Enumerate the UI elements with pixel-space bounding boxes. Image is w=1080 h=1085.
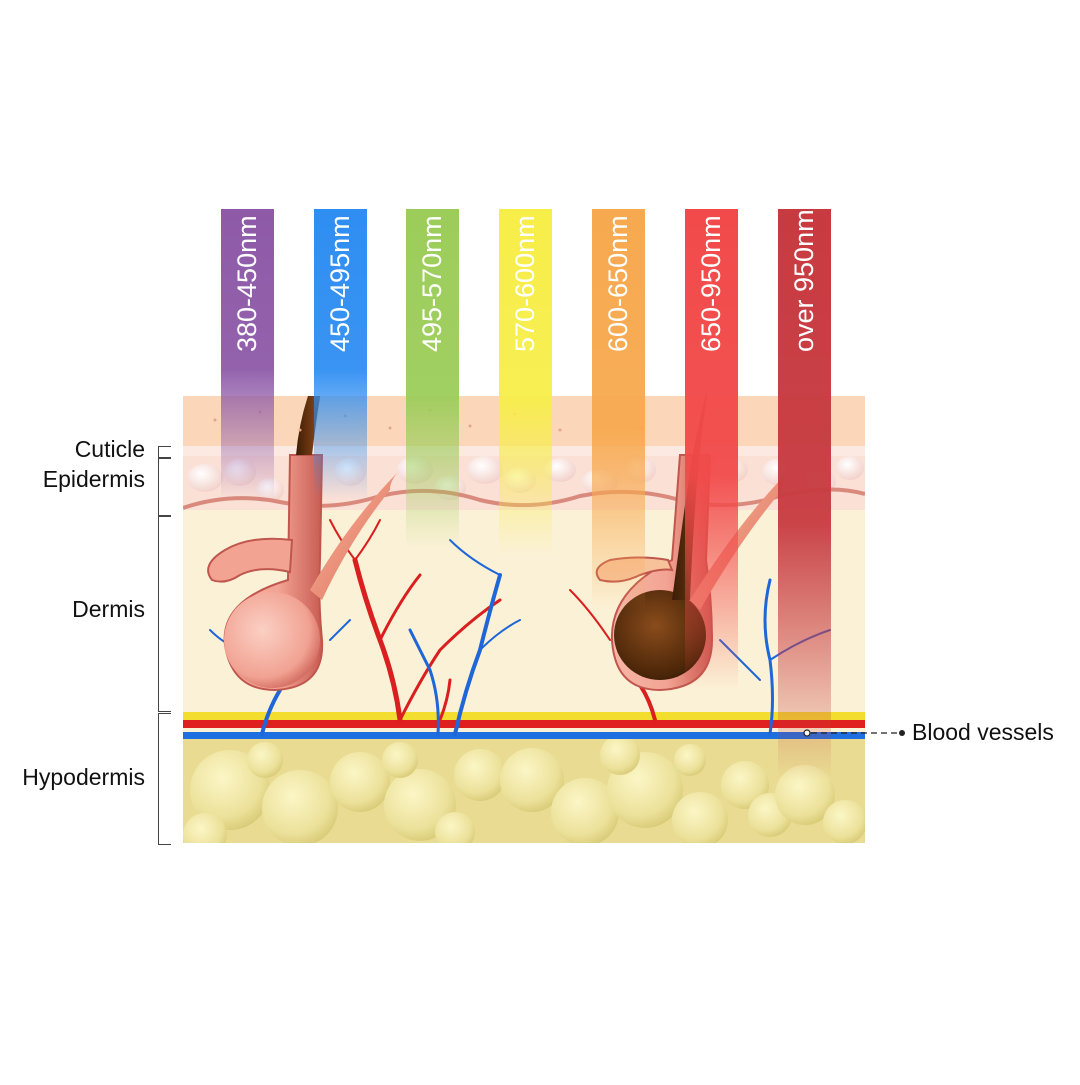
hair-follicle-light [207,396,400,692]
wavelength-label-1: 380-450nm [232,215,262,352]
cuticle-bracket [158,446,171,458]
wavelength-label-3: 495-570nm [417,215,447,352]
wavelength-band-2 [314,209,367,500]
label-hypodermis: Hypodermis [22,764,145,790]
label-blood-vessels: Blood vessels [912,719,1054,745]
label-cuticle: Cuticle [74,436,145,462]
arteries [289,519,657,723]
wavelength-label-2: 450-495nm [325,215,355,352]
wavelength-band-3 [406,209,459,548]
label-epidermis: Epidermis [42,466,145,492]
epidermis-bracket [158,458,171,516]
hypodermis-bracket [158,713,171,845]
blood-vessel-band [183,732,865,739]
wavelength-band-5 [592,209,645,610]
wavelength-label-4: 570-600nm [510,215,540,352]
wavelength-band-7 [778,209,831,780]
wavelength-label-7: over 950nm [789,209,819,352]
wavelength-label-5: 600-650nm [603,215,633,352]
wavelength-label-6: 650-950nm [696,215,726,352]
wavelength-band-6 [685,209,738,690]
wavelength-beams [221,209,831,780]
wavelength-band-4 [499,209,552,555]
label-dermis: Dermis [72,596,145,622]
blood-vessels-callout-line [803,729,905,737]
dermis-bracket [158,516,171,712]
wavelength-band-1 [221,209,274,500]
